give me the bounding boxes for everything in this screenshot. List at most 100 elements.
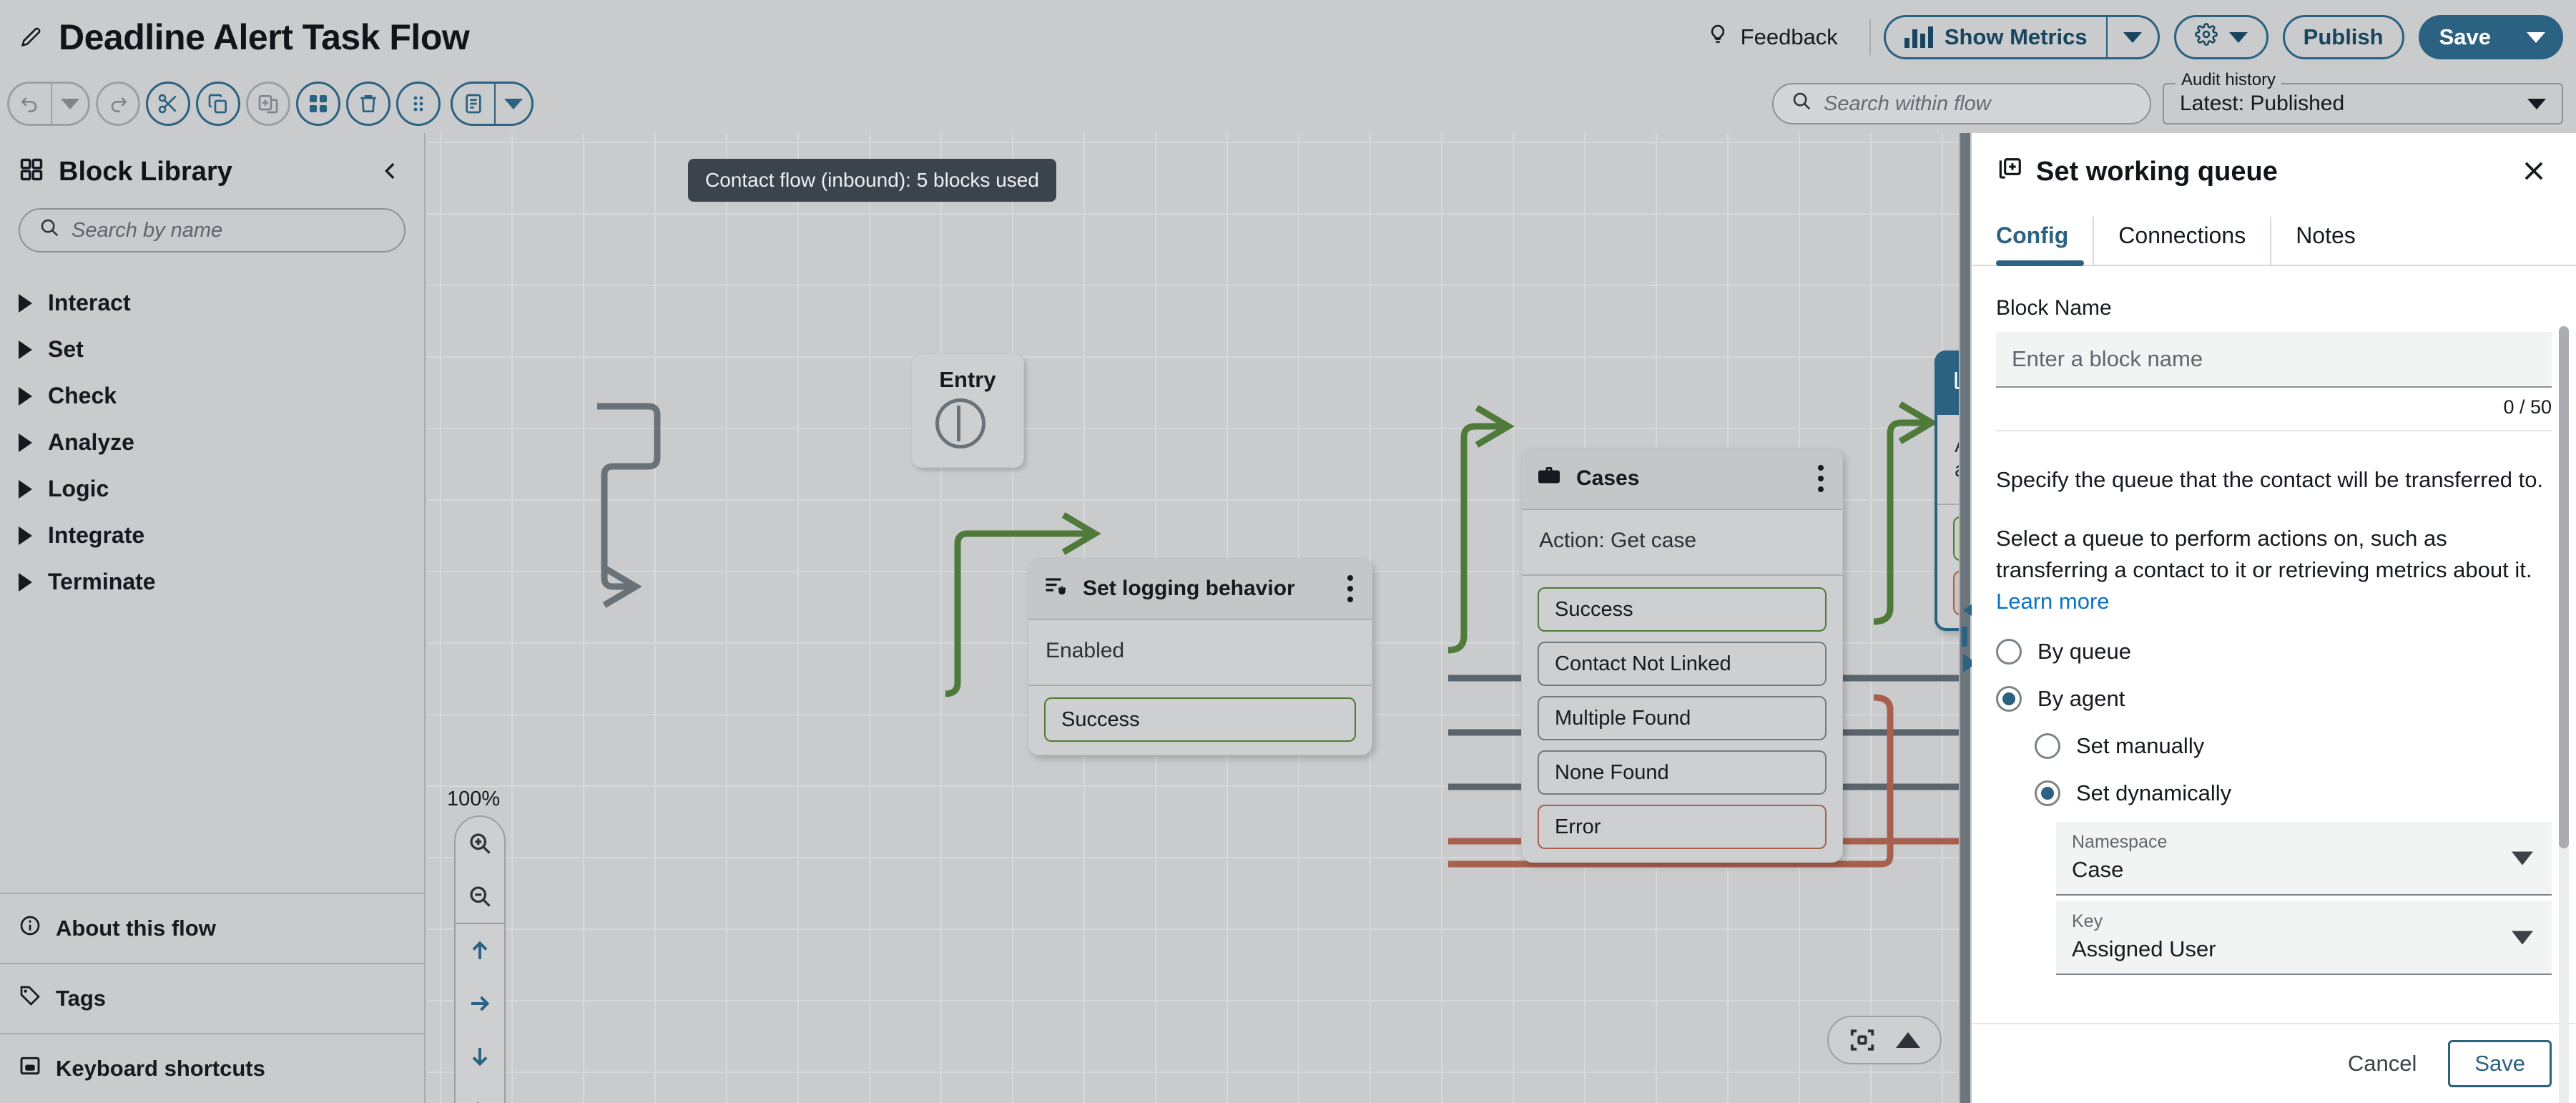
block-menu-icon[interactable] (1814, 462, 1828, 495)
block-set-logging-behavior[interactable]: Set logging behavior Enabled Success (1028, 558, 1372, 755)
entry-node[interactable]: Entry (911, 353, 1024, 468)
sidebar-bottom-links: About this flow Tags Keyboard shortcuts (0, 893, 424, 1103)
arrowhead-icon (1475, 405, 1515, 448)
key-select[interactable]: Key Assigned User (2056, 901, 2552, 976)
toolbar-right-group: Audit history Latest: Published (1772, 70, 2576, 124)
radio-by-queue[interactable]: By queue (1996, 639, 2552, 665)
block-menu-icon[interactable] (1343, 572, 1357, 605)
gear-icon (2194, 23, 2218, 52)
settings-button[interactable] (2173, 15, 2268, 59)
sidebar-category-analyze[interactable]: Analyze (0, 419, 424, 466)
panel-save-button[interactable]: Save (2448, 1040, 2552, 1087)
pan-down-button[interactable] (456, 1030, 504, 1083)
radio-set-dynamically[interactable]: Set dynamically (2035, 780, 2552, 807)
sidebar-category-interact[interactable]: Interact (0, 280, 424, 326)
entry-tick-icon (957, 406, 960, 441)
chevron-right-icon (19, 340, 32, 359)
drag-handle-button[interactable] (396, 82, 441, 126)
pencil-icon[interactable] (19, 25, 43, 49)
panel-tabs: Config Connections Notes (1972, 217, 2576, 266)
block-name-input[interactable] (1996, 332, 2552, 388)
redo-button[interactable] (96, 82, 140, 126)
panel-description-1: Specify the queue that the contact will … (1996, 467, 2544, 492)
block-search-field[interactable] (19, 208, 405, 253)
show-metrics-button[interactable]: Show Metrics (1883, 15, 2107, 59)
sidebar-item-keyboard-shortcuts[interactable]: Keyboard shortcuts (0, 1033, 424, 1103)
namespace-label: Namespace (2072, 832, 2168, 853)
pan-up-button[interactable] (456, 924, 504, 977)
port-error[interactable]: Error (1538, 805, 1827, 849)
undo-history-dropdown-button[interactable] (51, 82, 90, 126)
sidebar-category-integrate[interactable]: Integrate (0, 512, 424, 559)
cut-button[interactable] (146, 82, 190, 126)
sidebar-category-set[interactable]: Set (0, 326, 424, 373)
port-success[interactable]: Success (1044, 697, 1356, 742)
blocks-used-tooltip: Contact flow (inbound): 5 blocks used (688, 159, 1056, 202)
tab-connections[interactable]: Connections (2094, 217, 2272, 265)
port-none-found[interactable]: None Found (1538, 750, 1827, 795)
sidebar-item-about-this-flow[interactable]: About this flow (0, 893, 424, 963)
port-multiple-found[interactable]: Multiple Found (1538, 696, 1827, 740)
zoom-in-button[interactable] (456, 817, 504, 870)
sidebar-item-tags[interactable]: Tags (0, 963, 424, 1033)
tab-notes[interactable]: Notes (2271, 217, 2380, 265)
group-blocks-button[interactable] (296, 82, 340, 126)
copy-button[interactable] (196, 82, 240, 126)
port-contact-not-linked[interactable]: Contact Not Linked (1538, 642, 1827, 686)
triangle-up-icon (1896, 1032, 1920, 1048)
port-success[interactable]: Success (1538, 587, 1827, 632)
block-header: Cases (1522, 448, 1842, 510)
undo-button[interactable] (7, 82, 51, 126)
sidebar-category-check[interactable]: Check (0, 373, 424, 419)
block-header: Set logging behavior (1028, 559, 1372, 620)
cancel-button[interactable]: Cancel (2328, 1041, 2437, 1087)
search-within-flow[interactable] (1772, 83, 2151, 124)
key-label: Key (2072, 911, 2103, 932)
save-dropdown-button[interactable] (2510, 15, 2563, 59)
undo-split-group (7, 82, 90, 126)
namespace-select[interactable]: Namespace Case (2056, 822, 2552, 896)
radio-by-agent[interactable]: By agent (1996, 686, 2552, 712)
learn-more-link[interactable]: Learn more (1996, 589, 2110, 614)
panel-scrollbar-thumb[interactable] (2559, 326, 2569, 848)
delete-button[interactable] (346, 82, 390, 126)
feedback-button[interactable]: Feedback (1688, 16, 1857, 59)
zoom-out-icon (470, 886, 491, 907)
search-icon (1791, 90, 1812, 117)
dynamic-selects: Namespace Case Key Assigned User (2056, 822, 2552, 976)
chevron-down-icon (504, 98, 523, 109)
sidebar-category-logic[interactable]: Logic (0, 466, 424, 512)
notes-button[interactable] (451, 82, 495, 126)
expand-panel-button[interactable] (1896, 1032, 1920, 1048)
close-icon[interactable] (2516, 153, 2552, 191)
zoom-out-button[interactable] (456, 870, 504, 923)
radio-label: By queue (2037, 639, 2131, 665)
category-label: Set (48, 336, 84, 362)
pan-right-button[interactable] (456, 977, 504, 1030)
publish-button[interactable]: Publish (2282, 15, 2404, 59)
paste-button[interactable] (246, 82, 290, 126)
logging-icon (1043, 573, 1068, 604)
search-input[interactable] (1824, 92, 2133, 116)
pan-left-button[interactable] (456, 1083, 504, 1103)
chevron-down-icon (2123, 31, 2142, 43)
flow-canvas[interactable]: Entry Set logging behavior Enabled Succ (427, 133, 1971, 1103)
grid-icon (19, 157, 44, 188)
radio-set-manually[interactable]: Set manually (2035, 733, 2552, 760)
tab-config[interactable]: Config (1996, 217, 2095, 266)
notes-icon (466, 94, 481, 114)
block-search-input[interactable] (72, 218, 385, 242)
arrow-down-icon (472, 1048, 488, 1067)
audit-history-select[interactable]: Audit history Latest: Published (2163, 70, 2563, 124)
sidebar-category-terminate[interactable]: Terminate (0, 559, 424, 605)
chevron-down-icon (2228, 31, 2248, 43)
fit-to-screen-button[interactable] (1849, 1026, 1876, 1054)
show-metrics-dropdown-button[interactable] (2106, 15, 2160, 59)
save-button[interactable]: Save (2418, 15, 2510, 59)
paste-icon (258, 95, 278, 114)
notes-dropdown-button[interactable] (495, 82, 534, 126)
block-cases[interactable]: Cases Action: Get case Success Contact N… (1521, 448, 1843, 863)
show-metrics-group: Show Metrics (1883, 15, 2160, 59)
sidebar-collapse-button[interactable] (373, 153, 408, 191)
